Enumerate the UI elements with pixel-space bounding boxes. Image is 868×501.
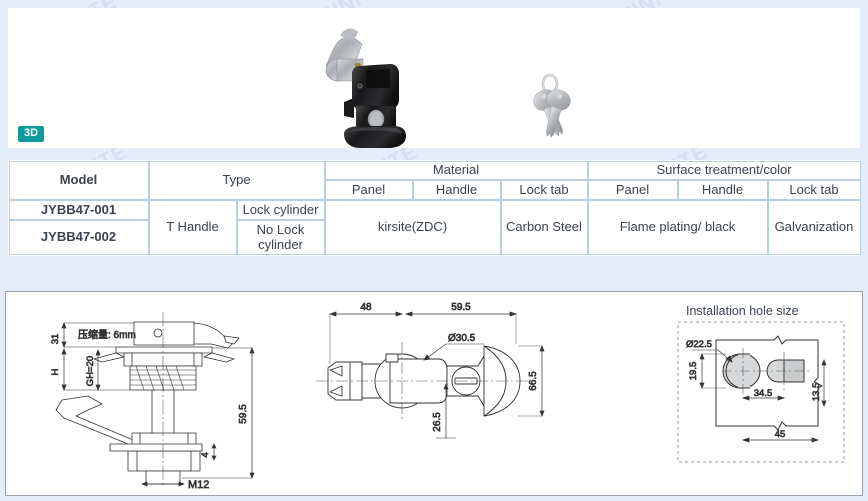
dim-34-5: 34.5 (754, 388, 773, 399)
header-type: Type (148, 160, 325, 201)
dim-59-5-top: 59.5 (451, 302, 471, 313)
keys-photo (506, 60, 594, 148)
table-header-row-2: Panel Handle Lock tab Panel Handle Lock … (9, 179, 861, 201)
side-view-drawing: 31 压缩量: 6mm H GH=20 4 (6, 292, 306, 495)
cell-type-sub-1: Lock cylinder (236, 199, 325, 221)
cell-surface-lock-tab: Galvanization (767, 199, 861, 256)
cell-model-2: JYBB47-002 (8, 219, 149, 256)
header-material-handle: Handle (412, 179, 501, 201)
header-surface-handle: Handle (677, 179, 768, 201)
dim-26-5: 26.5 (432, 412, 443, 432)
dim-4: 4 (200, 452, 211, 457)
dim-dia-30-5: Ø30.5 (448, 333, 476, 344)
table-row: JYBB47-001 T Handle Lock cylinder kirsit… (8, 199, 861, 256)
dim-59-5: 59.5 (238, 404, 249, 424)
header-surface-treatment: Surface treatment/color (587, 160, 861, 181)
dim-compression: 压缩量: 6mm (78, 328, 136, 341)
dim-31: 31 (50, 334, 61, 345)
t-handle-lock-photo (304, 14, 434, 150)
dim-48: 48 (360, 302, 372, 313)
dim-45: 45 (775, 429, 786, 440)
cell-type-main: T Handle (148, 199, 237, 256)
table-row: JYBB47-002 No Lock cylinder (8, 219, 861, 256)
dim-19-5: 19.5 (688, 362, 699, 381)
cell-model-1: JYBB47-001 (8, 199, 149, 221)
installation-hole-title: Installation hole size (686, 304, 799, 318)
top-view-drawing: 48 59.5 Ø30.5 26.5 (306, 292, 666, 495)
dim-h: H (50, 368, 61, 375)
cell-material-lock-tab: Carbon Steel (500, 199, 588, 256)
product-photo-panel: 3D (8, 8, 860, 148)
header-surface-panel: Panel (587, 179, 678, 201)
installation-hole-drawing: Installation hole size (666, 292, 862, 495)
dim-13-5: 13.5 (811, 383, 822, 402)
header-material: Material (324, 160, 588, 181)
specification-table: Model Type Material Surface treatment/co… (8, 160, 861, 256)
dim-66-5: 66.5 (528, 371, 539, 391)
header-material-lock-tab: Lock tab (500, 179, 588, 201)
dim-gh: GH=20 (85, 356, 96, 386)
cell-surface-panel-handle: Flame plating/ black (587, 199, 768, 256)
header-material-panel: Panel (324, 179, 413, 201)
technical-drawings-panel: 31 压缩量: 6mm H GH=20 4 (5, 291, 863, 496)
dim-dia-22-5: Ø22.5 (686, 339, 712, 350)
dim-m12: M12 (188, 479, 209, 491)
header-surface-lock-tab: Lock tab (767, 179, 861, 201)
table-header-row-1: Model Type Material Surface treatment/co… (8, 160, 861, 201)
header-model: Model (8, 160, 149, 201)
cell-material-panel-handle: kirsite(ZDC) (324, 199, 501, 256)
badge-3d[interactable]: 3D (18, 126, 45, 142)
cell-type-sub-2: No Lock cylinder (236, 219, 325, 256)
